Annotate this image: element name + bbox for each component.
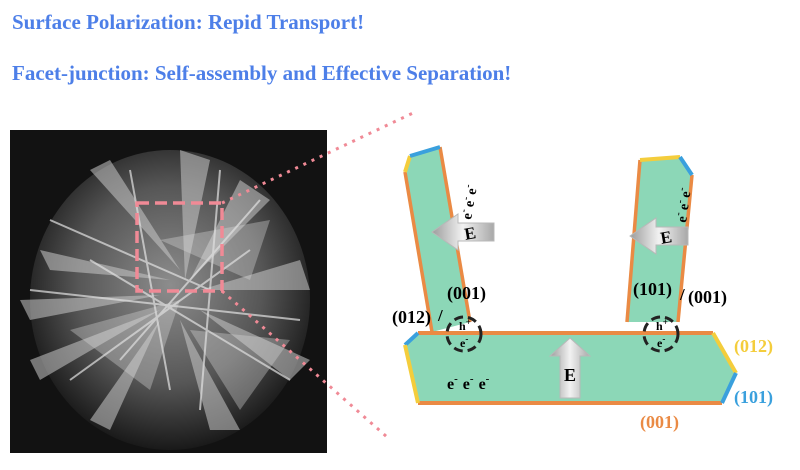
field-arrow-bottom: E bbox=[548, 337, 592, 399]
electron-right-junction: e- bbox=[657, 334, 665, 350]
electrons-left-crystal: e-e-e- bbox=[457, 183, 481, 220]
field-label-right: E bbox=[659, 227, 673, 248]
label-left-012: (012) bbox=[392, 307, 431, 328]
label-facet-001: (001) bbox=[640, 412, 679, 433]
right-crystal-101-facet bbox=[678, 155, 694, 177]
headline-facet-junction: Facet-junction: Self-assembly and Effect… bbox=[12, 61, 512, 85]
field-label-bottom: E bbox=[564, 365, 576, 385]
label-facet-012: (012) bbox=[734, 336, 773, 357]
electrons-right-crystal: e-e-e- bbox=[672, 187, 695, 224]
field-label-left: E bbox=[463, 223, 477, 244]
bottom-crystal-101-facet-right bbox=[720, 372, 738, 404]
label-left-001: (001) bbox=[447, 283, 486, 304]
label-right-001: (001) bbox=[688, 287, 727, 308]
zoom-line-top bbox=[221, 111, 414, 205]
svg-text:e-e-e-: e-e-e- bbox=[672, 187, 695, 224]
field-arrow-left: E bbox=[431, 213, 495, 251]
label-facet-101: (101) bbox=[734, 387, 773, 408]
left-crystal-101-facet bbox=[409, 145, 441, 158]
junction-right: h+ e- bbox=[642, 315, 680, 353]
zoom-box bbox=[135, 201, 224, 293]
field-arrow-right: E bbox=[629, 217, 689, 255]
svg-text:e-e-e-: e-e-e- bbox=[457, 183, 481, 220]
headline-surface-polarization: Surface Polarization: Repid Transport! bbox=[12, 10, 365, 34]
hole-left: h+ bbox=[459, 317, 471, 333]
label-left-separator: / bbox=[437, 306, 443, 325]
left-crystal-001-facet-left bbox=[403, 171, 434, 333]
right-crystal-012-facet bbox=[639, 155, 681, 162]
bottom-crystal-012-facet-right bbox=[711, 332, 738, 374]
right-crystal-001-facet-right bbox=[676, 174, 694, 323]
bottom-crystal-012-facet-left bbox=[403, 344, 420, 404]
electron-left-junction: e- bbox=[460, 334, 468, 350]
sem-micrograph bbox=[10, 130, 327, 453]
label-right-separator: / bbox=[679, 285, 685, 304]
label-right-101: (101) bbox=[633, 279, 672, 300]
zoom-line-bottom bbox=[221, 289, 388, 439]
bottom-crystal-101-facet-left bbox=[403, 331, 420, 347]
hole-right: h+ bbox=[656, 317, 668, 333]
sem-image bbox=[10, 130, 327, 453]
left-crystal-012-facet bbox=[403, 155, 412, 173]
right-crystal-001-facet-left bbox=[625, 159, 642, 323]
electrons-bottom-crystal: e-e-e- bbox=[447, 373, 490, 393]
junction-left: h+ e- bbox=[445, 315, 483, 353]
